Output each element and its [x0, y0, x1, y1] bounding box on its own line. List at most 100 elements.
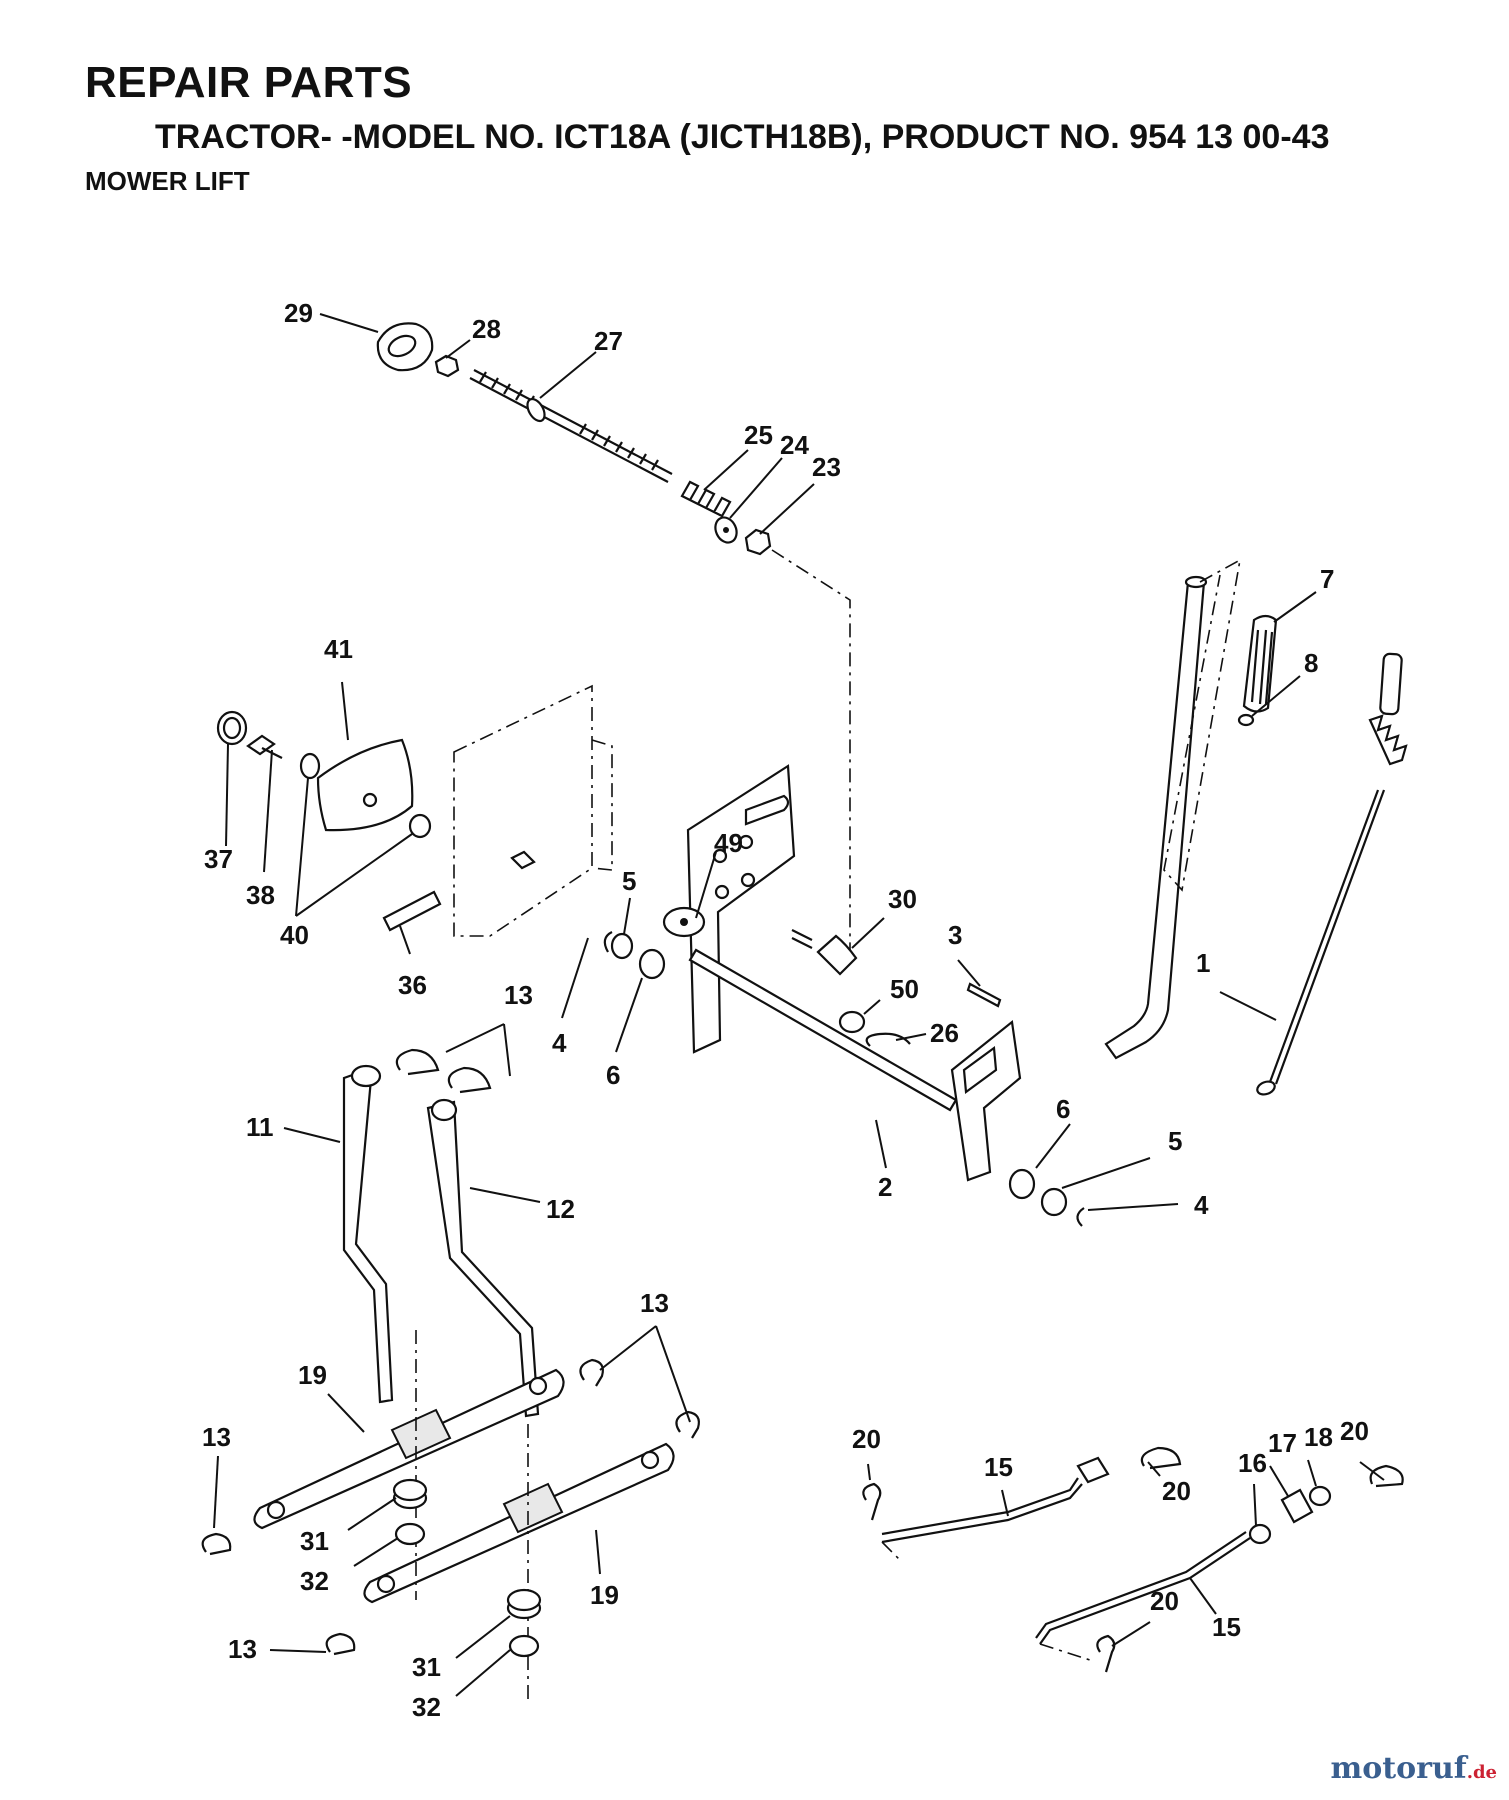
- callout-27: 27: [594, 326, 623, 356]
- cotter-20-group: [862, 1446, 1404, 1673]
- callout-49: 49: [714, 828, 743, 858]
- bushing-6a: [638, 948, 666, 980]
- callout-3: 3: [948, 920, 962, 950]
- nut-23: [744, 528, 772, 556]
- watermark-logo: motoruf.de: [1331, 1751, 1497, 1786]
- callout-16: 16: [1238, 1448, 1267, 1478]
- callout-numbers: 29 28 27 25 24 23 7 8 41 37 38 40 36 49 …: [202, 298, 1369, 1722]
- lift-arm-19a: [253, 1368, 565, 1530]
- washer-49: [662, 906, 706, 938]
- callout-5b: 5: [1168, 1126, 1182, 1156]
- callout-6a: 6: [606, 1060, 620, 1090]
- spacer-31b: [506, 1588, 542, 1620]
- callout-13c: 13: [202, 1422, 231, 1452]
- callout-25: 25: [744, 420, 773, 450]
- nut-32b: [508, 1634, 540, 1658]
- rod-15a: [881, 1456, 1110, 1544]
- callout-41: 41: [324, 634, 353, 664]
- sleeve-upper: [510, 850, 536, 870]
- nut-16: [1248, 1523, 1272, 1545]
- callout-31a: 31: [300, 1526, 329, 1556]
- callout-5a: 5: [622, 866, 636, 896]
- callout-11: 11: [246, 1112, 274, 1142]
- callout-1: 1: [1196, 948, 1210, 978]
- lift-link-12: [426, 1098, 540, 1418]
- callout-50: 50: [890, 974, 919, 1004]
- lift-link-11: [342, 1064, 394, 1404]
- callout-32a: 32: [300, 1566, 329, 1596]
- cable-1: [1256, 652, 1408, 1096]
- watermark-tld: .de: [1466, 1762, 1497, 1783]
- callout-26: 26: [930, 1018, 959, 1048]
- callout-7: 7: [1320, 564, 1334, 594]
- callout-20b: 20: [1162, 1476, 1191, 1506]
- callout-13d: 13: [228, 1634, 257, 1664]
- callout-24: 24: [780, 430, 809, 460]
- retainer-4a: [603, 931, 613, 953]
- rod-15b: [1035, 1531, 1251, 1645]
- callout-38: 38: [246, 880, 275, 910]
- callout-6b: 6: [1056, 1094, 1070, 1124]
- callout-28: 28: [472, 314, 501, 344]
- section-title: MOWER LIFT: [85, 166, 250, 196]
- washer-50: [838, 1010, 866, 1034]
- pin-3: [966, 982, 1002, 1008]
- callout-30: 30: [888, 884, 917, 914]
- callout-40: 40: [280, 920, 309, 950]
- nut-32a: [394, 1522, 426, 1546]
- model-subtitle: TRACTOR- -MODEL NO. ICT18A (JICTH18B), P…: [155, 118, 1330, 156]
- washer-5b: [1040, 1187, 1068, 1217]
- lift-arm-19b: [363, 1442, 675, 1604]
- lift-handle: [1104, 575, 1208, 1060]
- hairpin-13-group: [201, 1358, 700, 1656]
- callout-32b: 32: [412, 1692, 441, 1722]
- callout-37: 37: [204, 844, 233, 874]
- pivot-shaft-2: [688, 948, 958, 1112]
- callout-18: 18: [1304, 1422, 1333, 1452]
- washer-40a: [299, 752, 321, 780]
- callout-12: 12: [546, 1194, 575, 1224]
- callout-23: 23: [812, 452, 841, 482]
- swivel-30: [791, 929, 858, 976]
- page-title: REPAIR PARTS: [85, 58, 413, 107]
- leader-lines: [213, 313, 1385, 1697]
- knob-29: [376, 322, 434, 372]
- cam-41: [316, 738, 414, 832]
- callout-31b: 31: [412, 1652, 441, 1682]
- washer-40b: [408, 813, 432, 839]
- watermark-brand: motoruf: [1330, 1751, 1467, 1786]
- callout-4b: 4: [1194, 1190, 1209, 1220]
- washer-24: [714, 516, 738, 544]
- callout-13b: 13: [640, 1288, 669, 1318]
- callout-20d: 20: [1150, 1586, 1179, 1616]
- callout-36: 36: [398, 970, 427, 1000]
- callout-13a: 13: [504, 980, 533, 1010]
- ring-37: [216, 710, 248, 746]
- callout-19a: 19: [298, 1360, 327, 1390]
- spacer-31a: [392, 1478, 428, 1510]
- swivel-17: [1280, 1488, 1314, 1524]
- spring-25: [680, 480, 732, 518]
- hairpin-13-upper: [395, 1048, 492, 1094]
- cap-8: [1237, 713, 1255, 727]
- nut-18: [1308, 1485, 1332, 1507]
- threaded-rod-27: [469, 369, 673, 483]
- clip-36: [382, 890, 442, 932]
- callout-4a: 4: [552, 1028, 567, 1058]
- shoulder-bolt-38: [246, 734, 283, 759]
- retainer-4b: [1076, 1207, 1085, 1227]
- callout-20c: 20: [1340, 1416, 1369, 1446]
- bracket-plate: [686, 764, 796, 1054]
- nut-28: [434, 354, 460, 378]
- bushing-6b: [1008, 1168, 1036, 1200]
- grip-7: [1242, 614, 1278, 713]
- callout-15a: 15: [984, 1452, 1013, 1482]
- callout-2: 2: [878, 1172, 892, 1202]
- callout-29: 29: [284, 298, 313, 328]
- callout-8: 8: [1304, 648, 1318, 678]
- washer-5a: [610, 932, 634, 960]
- callout-19b: 19: [590, 1580, 619, 1610]
- pin-26: [865, 1032, 911, 1047]
- callout-15b: 15: [1212, 1612, 1241, 1642]
